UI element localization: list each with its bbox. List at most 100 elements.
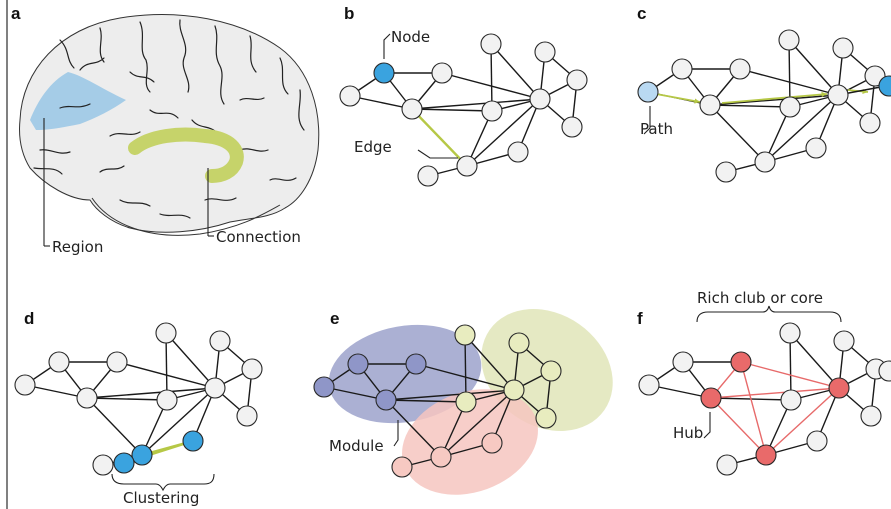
edge-c-20 <box>709 104 791 108</box>
node-c-2 <box>699 94 721 116</box>
network-f <box>638 322 891 476</box>
node-b-8 <box>566 69 588 91</box>
network-d <box>14 322 263 476</box>
region-highlight <box>30 72 126 130</box>
node-d-9 <box>156 389 178 411</box>
panel-a: a <box>11 4 320 256</box>
edge-c-21 <box>788 39 791 108</box>
edge-f-6 <box>789 332 840 389</box>
panel-c-letter: c <box>637 4 646 23</box>
node-f-1 <box>638 374 660 396</box>
edge-c-14 <box>764 94 839 163</box>
node-f-5 <box>833 330 855 352</box>
node-b-5 <box>534 41 556 63</box>
panel-c-labels: Path <box>640 106 673 138</box>
node-c-12 <box>805 137 827 159</box>
node-b-1 <box>339 85 361 107</box>
path-arrowhead-2 <box>821 91 827 98</box>
network-e <box>313 324 562 478</box>
node-e-1 <box>313 376 335 398</box>
node-b-4 <box>480 33 502 55</box>
node-f-2 <box>700 387 722 409</box>
rich-club-label: Rich club or core <box>697 289 823 307</box>
node-b-6 <box>529 88 551 110</box>
connection-highlight <box>128 127 244 183</box>
node-e-6 <box>503 379 525 401</box>
path-label: Path <box>640 120 673 138</box>
panel-f-letter: f <box>637 309 643 328</box>
module-label: Module <box>329 437 384 455</box>
node-label: Node <box>391 28 430 46</box>
node-b-12 <box>507 141 529 163</box>
edge-f-21 <box>789 332 792 401</box>
node-d-4 <box>155 322 177 344</box>
module-blue <box>328 324 482 424</box>
node-b-0 <box>373 62 395 84</box>
edge-e-12 <box>385 389 515 401</box>
panel-e-labels: Module <box>329 420 399 455</box>
edge-d-3 <box>24 384 88 399</box>
brain-illustration <box>19 14 320 233</box>
node-b-3 <box>431 62 453 84</box>
edge-e-21 <box>464 334 467 403</box>
node-f-4 <box>779 322 801 344</box>
node-e-12 <box>481 432 503 454</box>
edge-e-13 <box>385 399 442 458</box>
panel-b-labels: Node Edge <box>354 28 458 159</box>
node-d-12 <box>182 430 204 452</box>
node-e-7 <box>535 407 557 429</box>
hub-label: Hub <box>673 424 703 442</box>
node-f-12 <box>806 430 828 452</box>
node-b-11 <box>417 165 439 187</box>
edge-f-3 <box>648 384 712 399</box>
node-c-10 <box>754 151 776 173</box>
node-e-2 <box>375 389 397 411</box>
edge-b-3 <box>349 95 413 110</box>
node-f-edge <box>878 360 891 382</box>
node-e-0 <box>347 353 369 375</box>
edge-d-14 <box>141 387 216 456</box>
extra-edge-f-2 <box>710 397 767 456</box>
node-e-5 <box>508 332 530 354</box>
node-b-9 <box>481 100 503 122</box>
node-b-7 <box>561 116 583 138</box>
node-d-3 <box>106 351 128 373</box>
edge-d-20 <box>86 397 168 401</box>
edge-d-12 <box>86 387 216 399</box>
edge-c-13 <box>709 104 766 163</box>
node-d-11 <box>92 454 114 476</box>
node-c-target <box>878 75 891 97</box>
edge-b-6 <box>490 43 541 100</box>
node-e-10 <box>430 446 452 468</box>
node-c-1 <box>637 81 659 103</box>
edge-d-13 <box>86 397 143 456</box>
node-f-3 <box>730 351 752 373</box>
node-e-8 <box>540 360 562 382</box>
edge-b-21 <box>490 43 493 112</box>
panel-d-labels: Clustering <box>111 473 215 507</box>
node-c-4 <box>778 29 800 51</box>
node-e-4 <box>454 324 476 346</box>
node-d-5 <box>209 330 231 352</box>
panel-e-letter: e <box>330 309 339 328</box>
panel-d-letter: d <box>24 309 34 328</box>
node-c-6 <box>827 84 849 106</box>
extra-edge-f-5 <box>765 387 840 456</box>
node-f-10 <box>755 444 777 466</box>
node-d-8 <box>241 358 263 380</box>
edge-c-12 <box>709 94 839 106</box>
extra-edge-f-1 <box>710 387 840 399</box>
edge-e-6 <box>464 334 515 391</box>
node-d-7 <box>236 405 258 427</box>
extra-edge-f-4 <box>740 361 767 456</box>
node-e-9 <box>455 391 477 413</box>
edge-c-6 <box>788 39 839 96</box>
network-b <box>339 33 588 187</box>
networks <box>14 29 891 478</box>
clustering-label: Clustering <box>123 489 199 507</box>
panel-a-letter: a <box>11 4 21 23</box>
edge-b-13 <box>411 108 468 167</box>
edge-label: Edge <box>354 138 392 156</box>
node-d-2 <box>76 387 98 409</box>
path-arrow-2 <box>721 93 828 104</box>
